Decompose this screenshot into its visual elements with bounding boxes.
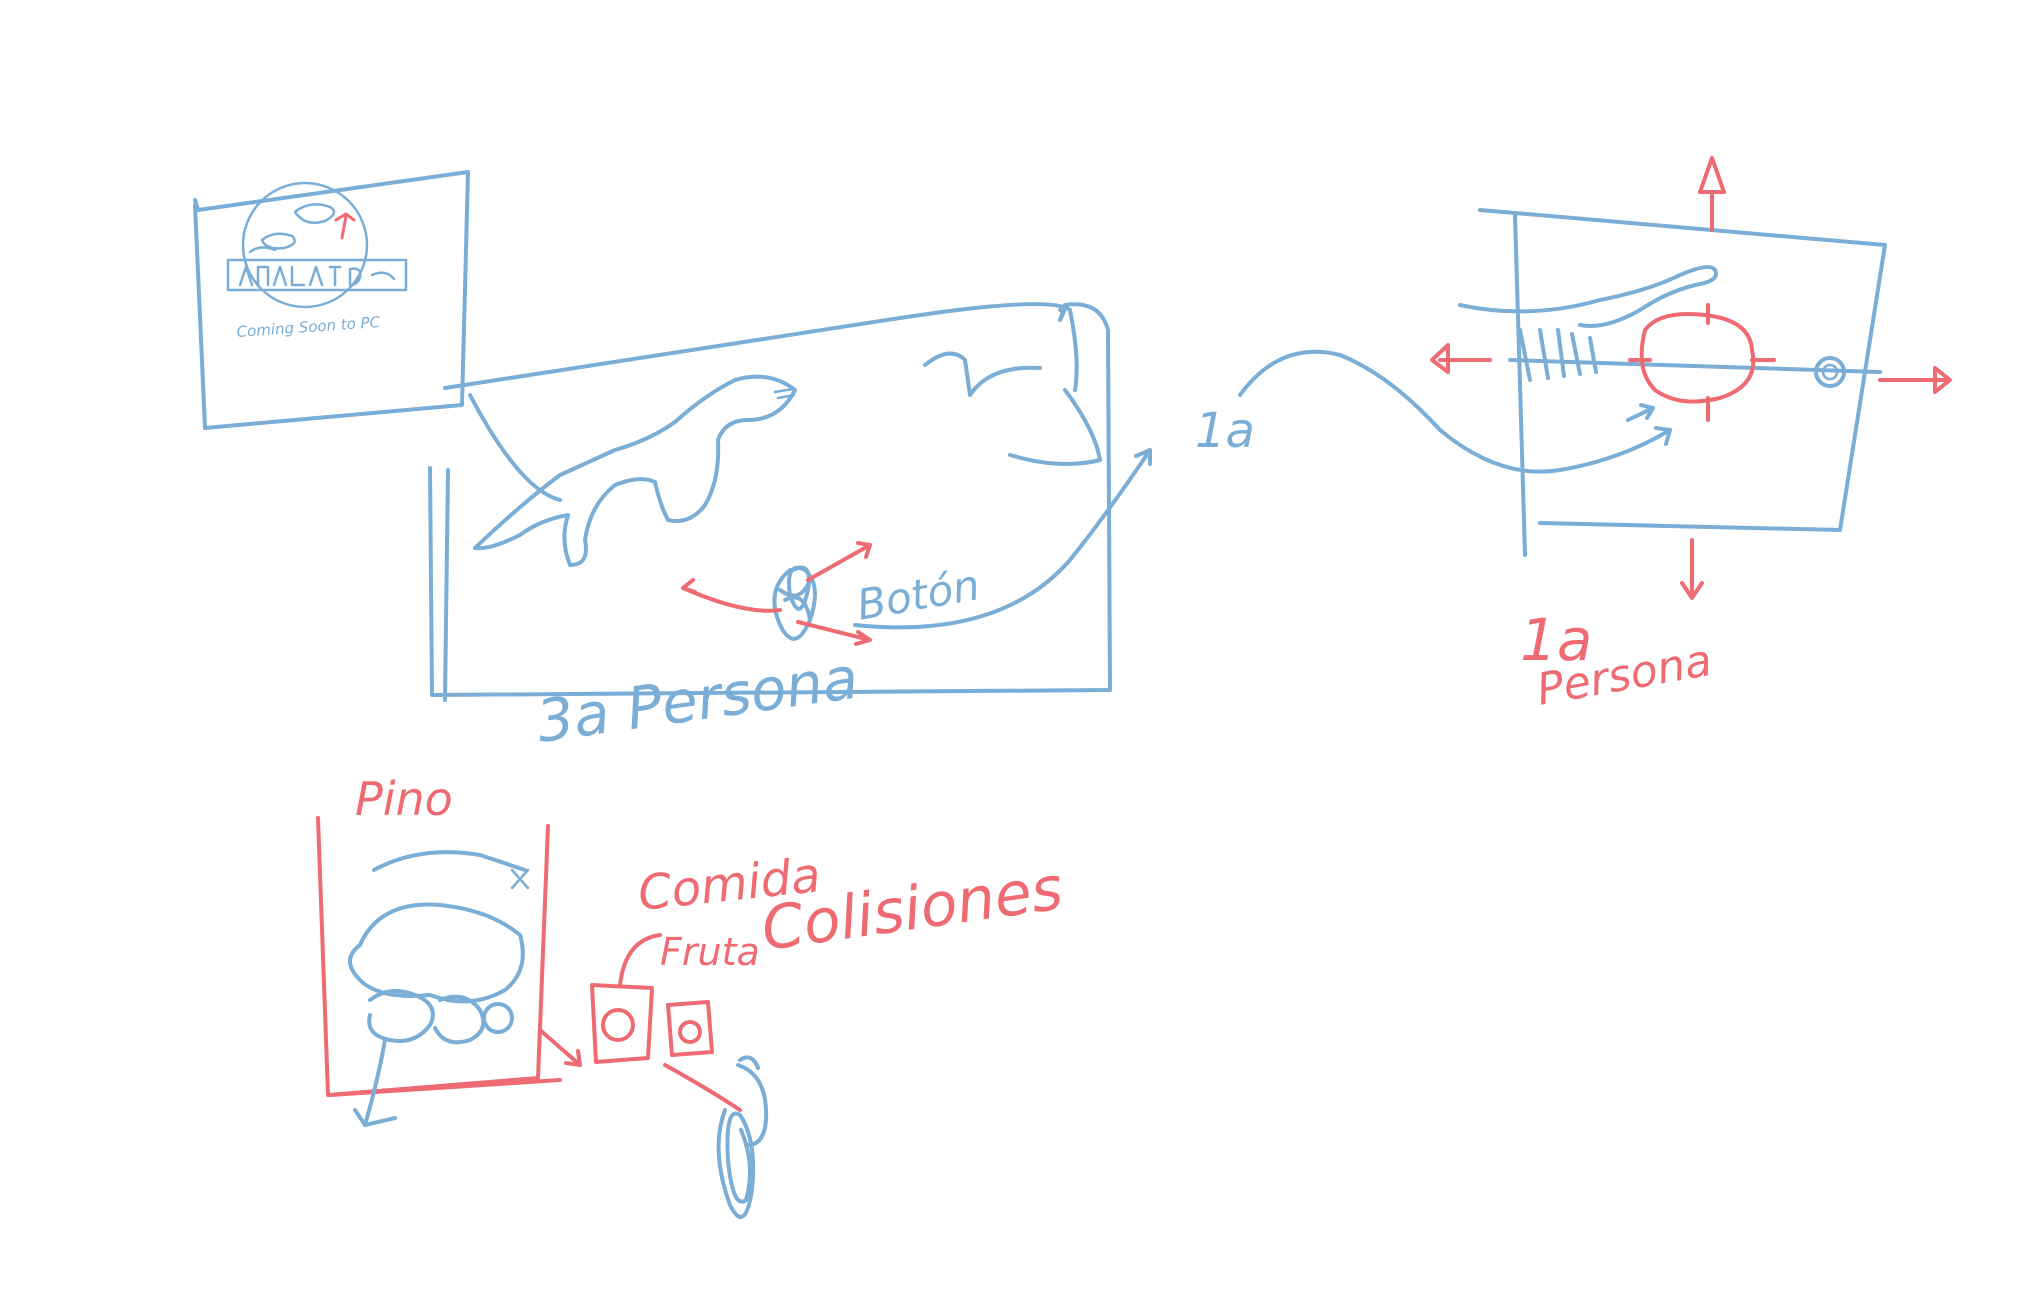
tree-leaf-icon bbox=[510, 868, 530, 890]
food-box-2-fruit-icon bbox=[678, 1020, 702, 1044]
transition-label: 1a bbox=[1195, 403, 1255, 459]
title-logo-volcano-icon bbox=[334, 212, 356, 240]
objects-sketch: Pino Comida Fruta Colisiones bbox=[316, 772, 1067, 1219]
target-object-inner-icon bbox=[1821, 363, 1839, 381]
tree-frame bbox=[316, 816, 562, 1097]
third-person-mountain bbox=[923, 351, 1042, 397]
look-up-arrow-icon bbox=[1698, 156, 1726, 232]
first-person-view-label-line1: 1a bbox=[1520, 606, 1592, 674]
fruit-arrow bbox=[538, 933, 662, 1067]
title-screen-caption: Coming Soon to PC bbox=[236, 313, 381, 341]
player-movement-arrow bbox=[681, 541, 872, 646]
third-person-frame bbox=[428, 302, 1112, 702]
look-down-arrow-icon bbox=[1680, 538, 1704, 600]
tree-canopy bbox=[348, 850, 527, 1045]
tree-label: Pino bbox=[355, 772, 453, 826]
player-character-scribble bbox=[772, 565, 817, 641]
first-person-horizon-line bbox=[1508, 358, 1882, 374]
third-person-dinosaur-outline bbox=[473, 374, 797, 567]
third-person-sketch: Botón 3a Persona bbox=[428, 302, 1152, 756]
food-box-2 bbox=[666, 1000, 714, 1057]
third-person-view-label: 3a Persona bbox=[532, 644, 862, 756]
third-to-first-curve-arrow bbox=[853, 448, 1152, 630]
collision-arrow bbox=[663, 1063, 742, 1112]
food-box-1-fruit-icon bbox=[601, 1008, 635, 1042]
collision-object-scribble bbox=[716, 1055, 769, 1219]
title-screen-sketch: Coming Soon to PC bbox=[193, 170, 470, 430]
first-person-dinosaur-neck bbox=[1458, 264, 1718, 382]
food-box-1 bbox=[590, 983, 654, 1064]
title-screen-frame bbox=[193, 170, 470, 430]
first-person-frame bbox=[1478, 208, 1887, 557]
pointer-arrow bbox=[1626, 403, 1655, 422]
look-left-arrow-icon bbox=[1430, 343, 1492, 374]
third-person-horizon-line bbox=[468, 388, 1102, 502]
target-object-icon bbox=[1814, 356, 1846, 388]
title-logo-banner-lettering bbox=[238, 265, 396, 287]
third-person-dinosaur-eye bbox=[773, 387, 796, 400]
title-logo-creature bbox=[248, 203, 336, 254]
transition-s-curve bbox=[1238, 349, 1672, 474]
fruit-label: Fruta bbox=[660, 930, 760, 974]
view-transition: 1a bbox=[1195, 349, 1672, 474]
crosshair-icon bbox=[1628, 303, 1776, 422]
look-right-arrow-icon bbox=[1878, 366, 1952, 394]
first-person-sketch: 1a Persona bbox=[1430, 156, 1952, 716]
title-logo-circle bbox=[241, 181, 369, 309]
title-logo-banner bbox=[226, 258, 408, 292]
fruit-on-tree-icon bbox=[482, 1002, 514, 1034]
tree-trunk bbox=[353, 1038, 397, 1127]
